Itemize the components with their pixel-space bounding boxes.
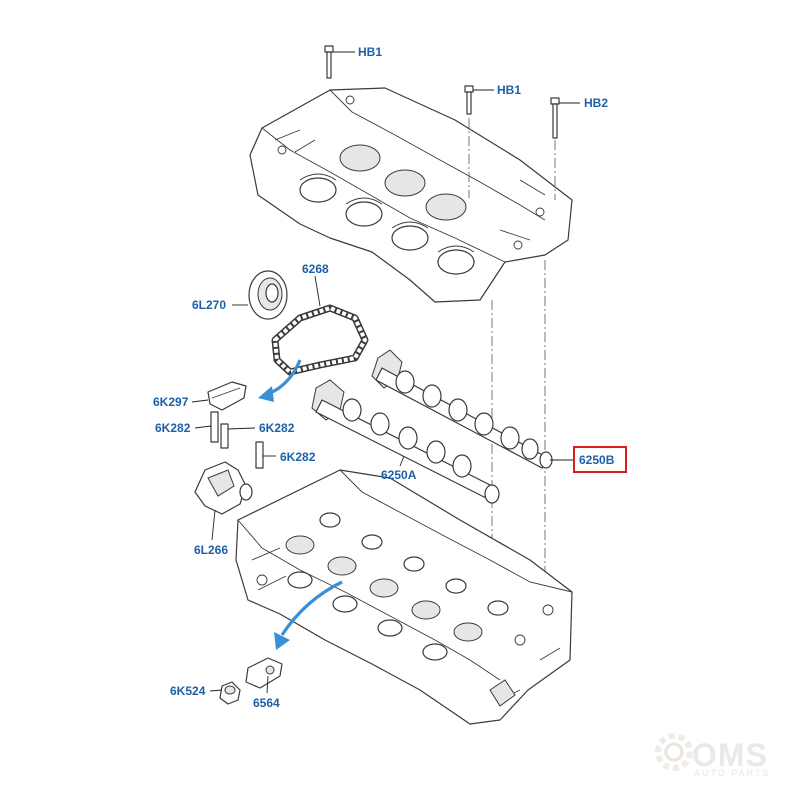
alignment-center-lines [468, 118, 556, 600]
direction-arrow-upper [258, 359, 302, 402]
camshaft-cover [249, 87, 573, 303]
camshaft-6250b [371, 349, 553, 469]
label-6k524: 6K524 [170, 684, 206, 698]
label-6k282-c: 6K282 [280, 450, 316, 464]
label-6268: 6268 [302, 262, 329, 276]
gear-icon [655, 733, 693, 771]
direction-arrow-lower [274, 580, 343, 650]
watermark-subtext: AUTO PARTS [694, 768, 771, 778]
part-labels: HB1 HB1 HB2 6268 6L270 6K297 6K282 6K282… [153, 45, 615, 710]
label-hb1-right: HB1 [497, 83, 521, 97]
chain-guide [207, 381, 247, 411]
timing-chain [271, 304, 369, 376]
rocker-arm [245, 657, 283, 689]
label-6250a: 6250A [381, 468, 417, 482]
label-hb2: HB2 [584, 96, 608, 110]
cylinder-head [235, 469, 573, 725]
label-hb1-top: HB1 [358, 45, 382, 59]
label-6564: 6564 [253, 696, 280, 710]
bolt-hb1-right [464, 85, 474, 115]
lash-adjuster [219, 681, 241, 705]
watermark-text: OMS [692, 737, 768, 773]
label-6k282-a: 6K282 [155, 421, 191, 435]
label-6k282-b: 6K282 [259, 421, 295, 435]
watermark-logo: OMS AUTO PARTS [655, 733, 771, 778]
label-6l266: 6L266 [194, 543, 228, 557]
label-6l270: 6L270 [192, 298, 226, 312]
bolts-6k282 [210, 411, 264, 469]
label-6250b: 6250B [579, 453, 615, 467]
highlight-box-6250b [573, 446, 627, 473]
label-6k297: 6K297 [153, 395, 189, 409]
chain-tensioner [194, 461, 253, 515]
leader-lines [191, 51, 580, 694]
bolt-hb1-top [324, 45, 334, 79]
front-seal [248, 270, 288, 320]
camshaft-6250a [311, 379, 500, 504]
bolt-hb2 [550, 97, 560, 139]
